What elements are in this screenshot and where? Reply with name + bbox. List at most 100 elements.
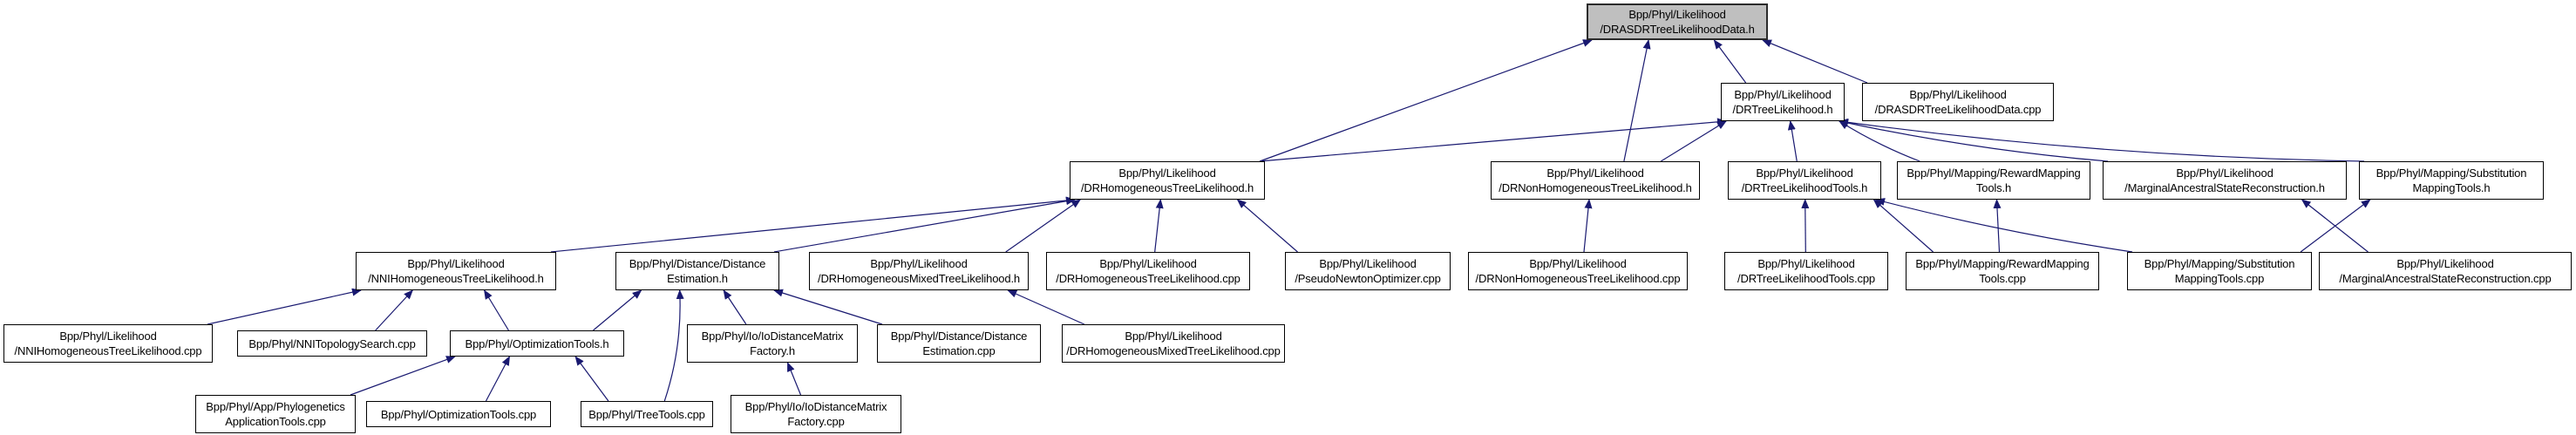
graph-node-label: Bpp/Phyl/Mapping/Substitution — [2144, 257, 2295, 270]
graph-node-label: /DRHomogeneousTreeLikelihood.cpp — [1056, 272, 1240, 285]
graph-edge-optimizationtools_cpp-to-optimizationtools_h — [485, 356, 511, 402]
graph-node-drhommixedtreelik_cpp[interactable]: Bpp/Phyl/Likelihood/DRHomogeneousMixedTr… — [1062, 324, 1285, 363]
graph-node-label: /NNIHomogeneousTreeLikelihood.h — [368, 272, 544, 285]
graph-edge-nnitopologysearch_cpp-to-nnihomtreelik_h — [375, 289, 413, 331]
graph-node-label: Bpp/Phyl/Likelihood — [1319, 257, 1417, 270]
graph-node-label: /DRHomogeneousMixedTreeLikelihood.cpp — [1066, 344, 1281, 357]
graph-node-drasdr_data_h[interactable]: Bpp/Phyl/Likelihood/DRASDRTreeLikelihood… — [1587, 3, 1768, 40]
graph-edge-submaptools_h-to-drtreelik_h — [1839, 118, 2365, 162]
graph-node-optimizationtools_cpp[interactable]: Bpp/Phyl/OptimizationTools.cpp — [366, 401, 551, 427]
graph-node-label: /DRTreeLikelihoodTools.cpp — [1737, 272, 1875, 285]
graph-node-label: Bpp/Phyl/Likelihood — [407, 257, 505, 270]
graph-edge-nnihomtreelik_h-to-drhomtreelik_h — [550, 196, 1076, 253]
graph-edge-drasdr_data_cpp-to-drasdr_data_h — [1762, 39, 1868, 84]
graph-edge-distanceestimation_cpp-to-distanceestimation_h — [773, 289, 883, 325]
graph-edge-treetools_cpp-to-optimizationtools_h — [574, 356, 609, 402]
graph-edge-rewardmaptools_cpp-to-drtreeliktools_h — [1873, 199, 1934, 253]
graph-edge-treetools_cpp-to-distanceestimation_h — [663, 289, 684, 402]
graph-edge-drhomtreelik_cpp-to-drhomtreelik_h — [1154, 199, 1164, 253]
graph-node-label: /PseudoNewtonOptimizer.cpp — [1295, 272, 1441, 285]
graph-edge-drhommixedtreelik_h-to-drhomtreelik_h — [1005, 199, 1082, 253]
graph-node-drnonhomtreelik_h[interactable]: Bpp/Phyl/Likelihood/DRNonHomogeneousTree… — [1491, 161, 1700, 200]
graph-node-label: ApplicationTools.cpp — [225, 415, 326, 428]
graph-node-label: Tools.cpp — [1979, 272, 2026, 285]
graph-node-label: Bpp/Phyl/Likelihood — [1529, 257, 1627, 270]
graph-node-label: Bpp/Phyl/Mapping/Substitution — [2375, 167, 2527, 180]
graph-node-marginalancestral_cpp[interactable]: Bpp/Phyl/Likelihood/MarginalAncestralSta… — [2319, 252, 2572, 290]
graph-node-label: MappingTools.h — [2412, 181, 2491, 194]
graph-node-drtreeliktools_h[interactable]: Bpp/Phyl/Likelihood/DRTreeLikelihoodTool… — [1728, 161, 1881, 200]
graph-node-drtreeliktools_cpp[interactable]: Bpp/Phyl/Likelihood/DRTreeLikelihoodTool… — [1724, 252, 1888, 290]
graph-node-drnonhomtreelik_cpp[interactable]: Bpp/Phyl/Likelihood/DRNonHomogeneousTree… — [1468, 252, 1688, 290]
graph-node-label: Bpp/Phyl/Distance/Distance — [890, 330, 1028, 343]
graph-node-label: Bpp/Phyl/OptimizationTools.cpp — [380, 407, 537, 421]
graph-node-label: Bpp/Phyl/OptimizationTools.h — [465, 336, 609, 350]
graph-node-optimizationtools_h[interactable]: Bpp/Phyl/OptimizationTools.h — [450, 330, 624, 357]
graph-edge-pseudonewton_cpp-to-drhomtreelik_h — [1236, 199, 1298, 253]
graph-node-pseudonewton_cpp[interactable]: Bpp/Phyl/Likelihood/PseudoNewtonOptimize… — [1285, 252, 1451, 290]
graph-node-label: MappingTools.cpp — [2174, 272, 2265, 285]
graph-node-label: Factory.cpp — [787, 415, 845, 428]
graph-node-nnitopologysearch_cpp[interactable]: Bpp/Phyl/NNITopologySearch.cpp — [237, 330, 427, 357]
graph-node-label: Bpp/Phyl/Likelihood — [870, 257, 968, 270]
graph-node-label: /DRTreeLikelihoodTools.h — [1741, 181, 1868, 194]
graph-edge-nnihomtreelik_cpp-to-nnihomtreelik_h — [207, 288, 362, 325]
graph-node-drhomtreelik_h[interactable]: Bpp/Phyl/Likelihood/DRHomogeneousTreeLik… — [1070, 161, 1265, 200]
graph-node-label: Bpp/Phyl/Distance/Distance — [629, 257, 766, 270]
graph-node-nnihomtreelik_cpp[interactable]: Bpp/Phyl/Likelihood/NNIHomogeneousTreeLi… — [3, 324, 213, 363]
graph-node-label: Bpp/Phyl/Likelihood — [1628, 8, 1726, 21]
graph-node-nnihomtreelik_h[interactable]: Bpp/Phyl/Likelihood/NNIHomogeneousTreeLi… — [356, 252, 556, 290]
graph-edge-drhomtreelik_h-to-drasdr_data_h — [1259, 39, 1593, 162]
graph-node-label: Bpp/Phyl/Likelihood — [59, 330, 157, 343]
graph-edge-optimizationtools_h-to-distanceestimation_h — [593, 289, 642, 331]
graph-node-label: Bpp/Phyl/Mapping/RewardMapping — [1907, 167, 2081, 180]
graph-node-drhommixedtreelik_h[interactable]: Bpp/Phyl/Likelihood/DRHomogeneousMixedTr… — [809, 252, 1029, 290]
graph-node-label: /DRASDRTreeLikelihoodData.cpp — [1874, 103, 2042, 116]
graph-node-label: Bpp/Phyl/Mapping/RewardMapping — [1915, 257, 2090, 270]
graph-edge-phylogeneticsapptools_cpp-to-optimizationtools_h — [350, 356, 456, 396]
graph-node-label: Factory.h — [750, 344, 795, 357]
graph-node-label: /DRHomogeneousMixedTreeLikelihood.h — [817, 272, 1020, 285]
graph-node-label: Tools.h — [1975, 181, 2012, 194]
graph-node-label: Estimation.cpp — [922, 344, 996, 357]
graph-node-drasdr_data_cpp[interactable]: Bpp/Phyl/Likelihood/DRASDRTreeLikelihood… — [1862, 83, 2054, 121]
graph-node-label: Bpp/Phyl/Likelihood — [1734, 88, 1832, 101]
graph-node-drhomtreelik_cpp[interactable]: Bpp/Phyl/Likelihood/DRHomogeneousTreeLik… — [1046, 252, 1250, 290]
graph-node-label: /DRNonHomogeneousTreeLikelihood.cpp — [1475, 272, 1681, 285]
graph-edge-drnonhomtreelik_h-to-drtreelik_h — [1660, 120, 1727, 162]
graph-node-marginalancestral_h[interactable]: Bpp/Phyl/Likelihood/MarginalAncestralSta… — [2103, 161, 2347, 200]
graph-node-treetools_cpp[interactable]: Bpp/Phyl/TreeTools.cpp — [581, 401, 713, 427]
graph-edge-distanceestimation_h-to-drhomtreelik_h — [773, 197, 1076, 253]
graph-node-label: Bpp/Phyl/Likelihood — [1099, 257, 1197, 270]
graph-node-label: Bpp/Phyl/Likelihood — [2396, 257, 2494, 270]
graph-node-label: /DRTreeLikelihood.h — [1732, 103, 1833, 116]
graph-edge-drnonhomtreelik_cpp-to-drnonhomtreelik_h — [1583, 199, 1593, 253]
graph-node-label: /DRASDRTreeLikelihoodData.h — [1600, 23, 1755, 36]
graph-node-label: /MarginalAncestralStateReconstruction.h — [2124, 181, 2325, 194]
graph-edge-drnonhomtreelik_h-to-drasdr_data_h — [1623, 39, 1651, 162]
graph-node-drtreelik_h[interactable]: Bpp/Phyl/Likelihood/DRTreeLikelihood.h — [1721, 83, 1845, 121]
graph-node-label: Bpp/Phyl/TreeTools.cpp — [588, 407, 705, 421]
graph-edge-iodistancematrixfactory_cpp-to-iodistancematrixfactory_h — [786, 362, 802, 396]
graph-node-label: Bpp/Phyl/Likelihood — [2176, 167, 2274, 180]
graph-node-label: Bpp/Phyl/Likelihood — [1125, 330, 1222, 343]
graph-node-label: Bpp/Phyl/Likelihood — [1546, 167, 1644, 180]
graph-node-label: /DRHomogeneousTreeLikelihood.h — [1080, 181, 1254, 194]
graph-node-label: /MarginalAncestralStateReconstruction.cp… — [2339, 272, 2552, 285]
graph-edge-drtreeliktools_h-to-drtreelik_h — [1787, 120, 1798, 162]
graph-node-label: Bpp/Phyl/Likelihood — [1757, 257, 1855, 270]
graph-node-label: Bpp/Phyl/NNITopologySearch.cpp — [248, 336, 416, 350]
graph-node-label: /NNIHomogeneousTreeLikelihood.cpp — [14, 344, 202, 357]
